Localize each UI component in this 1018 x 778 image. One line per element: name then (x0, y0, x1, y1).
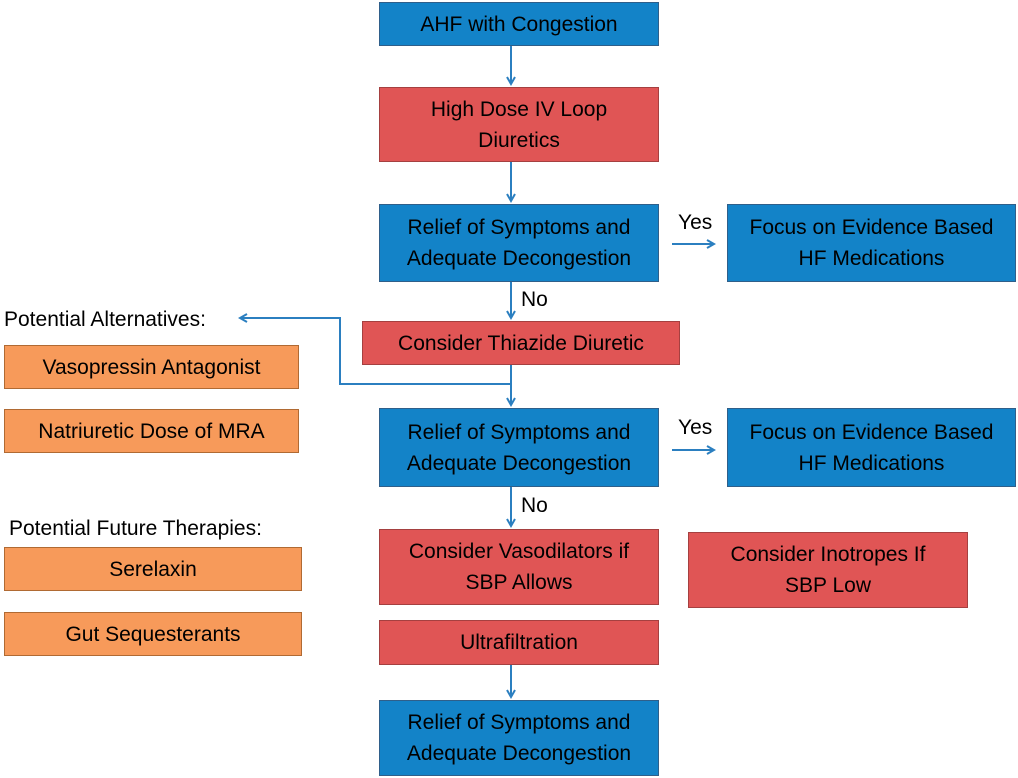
future-gut-sequesterants: Gut Sequesterants (4, 612, 302, 656)
node-focus-2: Focus on Evidence Based HF Medications (727, 408, 1016, 487)
edge-label-no-1: No (521, 288, 548, 311)
future-serelaxin: Serelaxin (4, 547, 302, 591)
edge-label-no-2: No (521, 494, 548, 517)
alternative-natriuretic-mra: Natriuretic Dose of MRA (4, 409, 299, 453)
edge-label-yes-1: Yes (678, 211, 713, 234)
node-ultrafiltration: Ultrafiltration (379, 620, 659, 665)
alternative-vasopressin-antagonist: Vasopressin Antagonist (4, 345, 299, 389)
node-relief-2: Relief of Symptoms and Adequate Deconges… (379, 408, 659, 487)
node-focus-1: Focus on Evidence Based HF Medications (727, 204, 1016, 282)
node-relief-1: Relief of Symptoms and Adequate Deconges… (379, 204, 659, 282)
node-relief-3: Relief of Symptoms and Adequate Deconges… (379, 700, 659, 776)
node-inotropes: Consider Inotropes If SBP Low (688, 532, 968, 608)
node-ahf-with-congestion: AHF with Congestion (379, 2, 659, 46)
edge-label-yes-2: Yes (678, 416, 713, 439)
node-loop-diuretics: High Dose IV Loop Diuretics (379, 87, 659, 162)
alternatives-heading: Potential Alternatives: (4, 308, 206, 331)
future-therapies-heading: Potential Future Therapies: (9, 517, 262, 540)
node-thiazide: Consider Thiazide Diuretic (362, 321, 680, 365)
node-vasodilators: Consider Vasodilators if SBP Allows (379, 529, 659, 605)
arrow-to-alternatives (240, 318, 512, 385)
